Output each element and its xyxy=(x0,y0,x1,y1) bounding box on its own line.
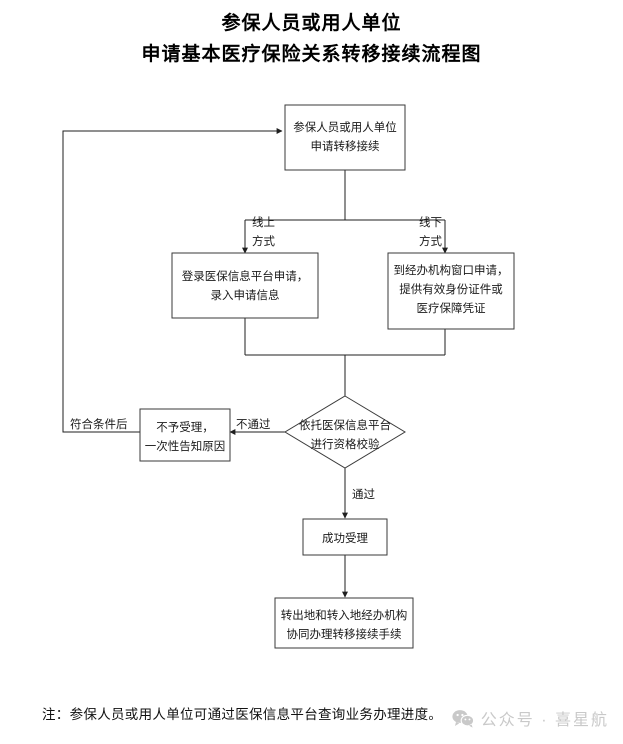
node-offline: 到经办机构窗口申请， 提供有效身份证件或 医疗保障凭证 xyxy=(387,252,515,330)
footer-note: 注：参保人员或用人单位可通过医保信息平台查询业务办理进度。 xyxy=(42,707,443,722)
node-start-line-1: 参保人员或用人单位 xyxy=(293,120,397,134)
edge-label-offline-way-2: 方式 xyxy=(419,234,442,248)
flowchart-canvas: 参保人员或用人单位 申请转移接续 登录医保信息平台申请， 录入申请信息 到经办机… xyxy=(62,104,515,649)
node-verify: 依托医保信息平台 进行资格校验 xyxy=(284,395,406,469)
node-verify-line-1: 依托医保信息平台 xyxy=(299,418,391,432)
node-online-line-1: 登录医保信息平台申请， xyxy=(182,269,309,283)
node-offline-shape xyxy=(387,252,515,330)
edge-label-requalify: 符合条件后 xyxy=(70,417,128,431)
edge-label-online-way-2: 方式 xyxy=(252,234,275,248)
node-handle: 转出地和转入地经办机构 协同办理转移接续手续 xyxy=(274,597,414,649)
edge-label-pass: 通过 xyxy=(352,488,375,501)
edge-label-online-way-1: 线上 xyxy=(252,215,275,229)
connector-reject-to-start-loop xyxy=(62,128,283,433)
node-online: 登录医保信息平台申请， 录入申请信息 xyxy=(171,252,319,319)
node-handle-line-1: 转出地和转入地经办机构 xyxy=(281,608,408,622)
watermark: 公众号 · 喜星航 xyxy=(452,706,609,730)
node-online-shape xyxy=(171,252,319,319)
page-title: 参保人员或用人单位 申请基本医疗保险关系转移接续流程图 xyxy=(0,8,623,70)
node-verify-line-2: 进行资格校验 xyxy=(311,437,380,451)
node-offline-line-3: 医疗保障凭证 xyxy=(417,301,486,315)
node-accept: 成功受理 xyxy=(302,518,388,556)
node-verify-shape xyxy=(284,395,406,469)
node-offline-line-1: 到经办机构窗口申请， xyxy=(394,263,509,277)
node-accept-line-1: 成功受理 xyxy=(322,532,368,545)
edge-label-fail: 不通过 xyxy=(236,418,271,431)
node-reject-line-2: 一次性告知原因 xyxy=(145,439,226,453)
node-handle-shape xyxy=(274,597,414,649)
edge-label-offline-way-1: 线下 xyxy=(419,215,442,229)
node-online-line-2: 录入申请信息 xyxy=(211,288,280,302)
wechat-icon xyxy=(452,709,474,728)
title-line-2: 申请基本医疗保险关系转移接续流程图 xyxy=(141,44,482,65)
node-accept-shape xyxy=(302,518,388,556)
node-reject: 不予受理， 一次性告知原因 xyxy=(139,408,231,462)
node-reject-line-1: 不予受理， xyxy=(156,421,214,434)
node-offline-line-2: 提供有效身份证件或 xyxy=(399,282,503,296)
node-reject-shape xyxy=(139,408,231,462)
node-start: 参保人员或用人单位 申请转移接续 xyxy=(284,104,406,171)
watermark-text: 公众号 · 喜星航 xyxy=(480,712,609,729)
title-line-1: 参保人员或用人单位 xyxy=(221,13,402,34)
node-start-shape xyxy=(284,104,406,171)
node-handle-line-2: 协同办理转移接续手续 xyxy=(287,627,402,641)
node-start-line-2: 申请转移接续 xyxy=(311,139,380,153)
